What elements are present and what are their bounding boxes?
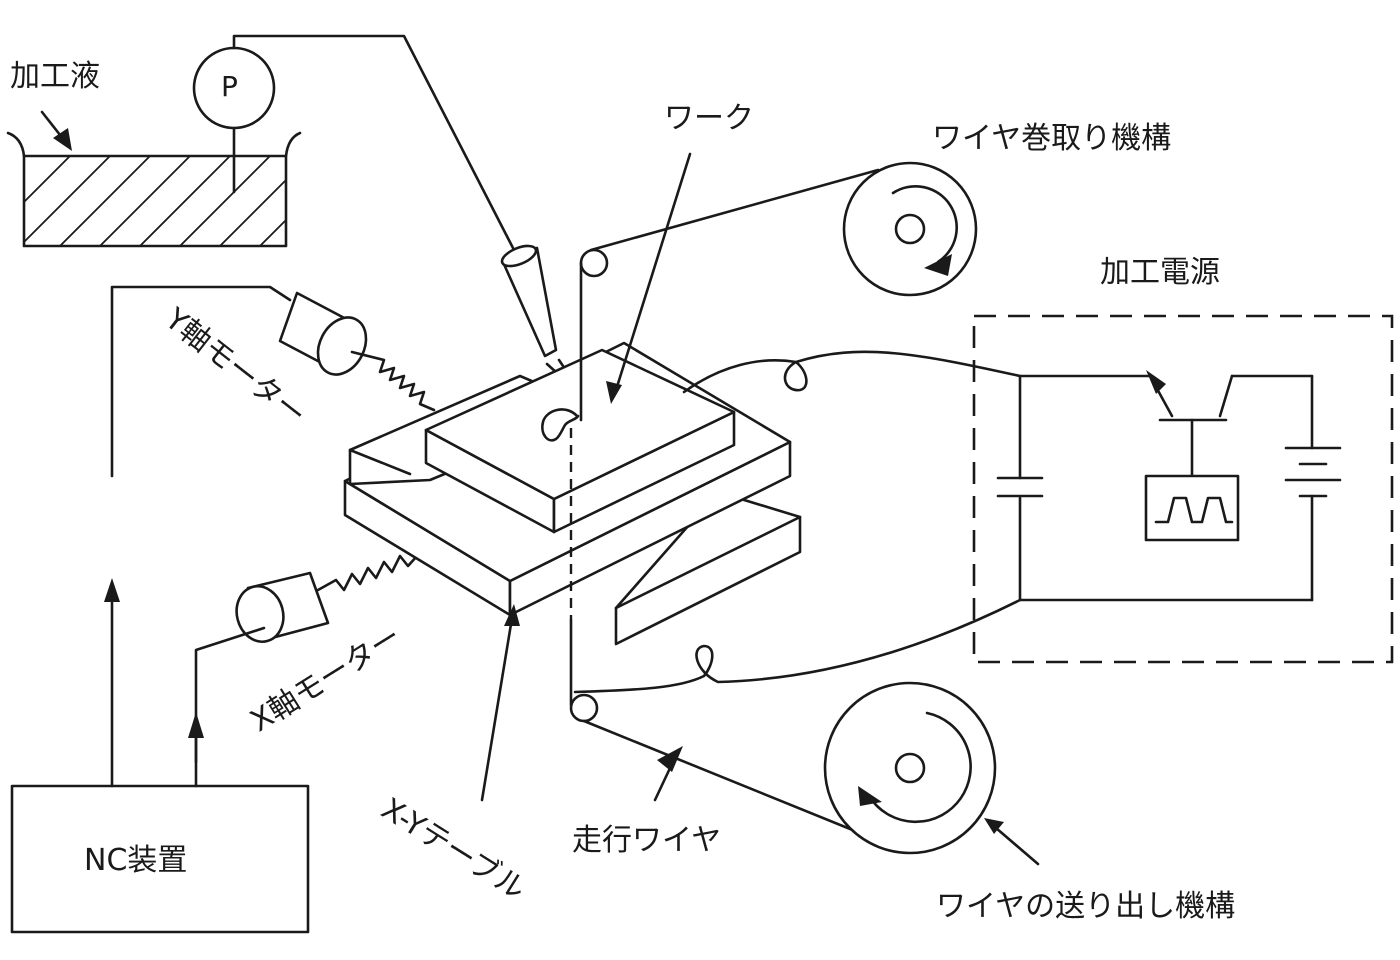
pump [192, 34, 515, 250]
power-leads [573, 350, 1022, 694]
y-axis-motor [110, 285, 436, 478]
nc-label: NC装置 [84, 843, 188, 878]
running-wire-label: 走行ワイヤ [572, 823, 722, 858]
leader-lines [480, 152, 692, 802]
power-supply-label: 加工電源 [1100, 255, 1220, 290]
wire-feed-reel [823, 681, 1040, 866]
nc-unit [10, 578, 310, 934]
pump-label: P [221, 70, 238, 103]
fluid-hatching [24, 155, 286, 245]
x-axis-motor [194, 544, 428, 764]
nozzle [500, 244, 573, 384]
work-label: ワーク [664, 101, 754, 136]
wire-take-up-reel [842, 161, 978, 297]
wire-feed-label: ワイヤの送り出し機構 [936, 889, 1236, 924]
fluid-label: 加工液 [10, 59, 100, 94]
running-wire [569, 168, 880, 835]
power-supply [972, 314, 1394, 664]
fluid-tank [6, 110, 302, 248]
xy-table [343, 341, 802, 646]
take-up-label: ワイヤ巻取り機構 [932, 121, 1172, 156]
